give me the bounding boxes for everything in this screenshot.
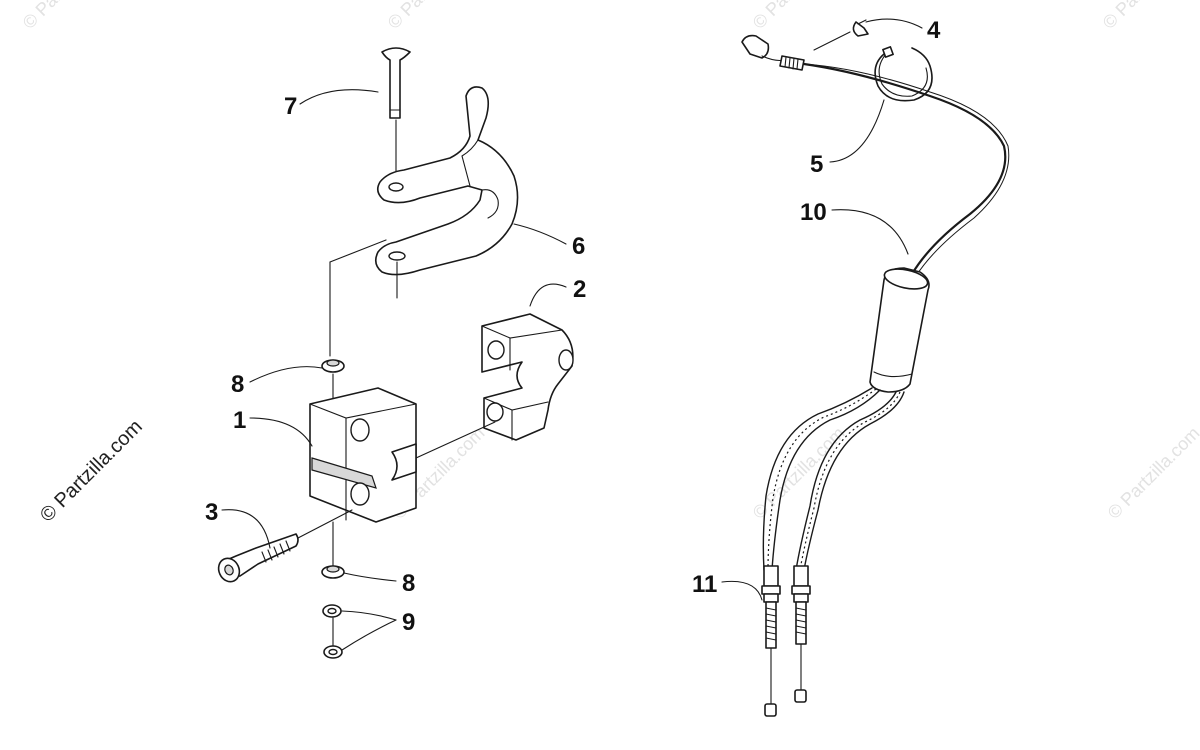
- callout-8-upper: 8: [231, 371, 244, 398]
- leader-7: [299, 89, 379, 105]
- leader-9a: [341, 610, 397, 621]
- part-11-cable-adjusters: [761, 565, 811, 717]
- callout-3: 3: [205, 499, 218, 526]
- callout-10: 10: [800, 199, 827, 226]
- watermark-middle-right: © Partzilla.com: [749, 423, 849, 523]
- part-5-cable-tie: [874, 46, 933, 102]
- part-6-lever: [374, 86, 519, 276]
- leader-3: [221, 509, 271, 549]
- leader-block-to-clamp: [415, 421, 496, 459]
- part-8-lower-washer: [321, 565, 345, 579]
- part-2-clamp-half: [481, 313, 574, 441]
- watermark-top-center: © Partzilla.com: [384, 0, 484, 33]
- leader-10: [831, 209, 909, 255]
- callout-7: 7: [284, 93, 297, 120]
- part-10-junction-housing: [869, 267, 930, 393]
- watermark-top-left: © Partzilla.com: [19, 0, 119, 33]
- partzilla-watermark: © Partzilla.com: [36, 416, 147, 527]
- callout-4: 4: [927, 17, 941, 44]
- cable-upper-run: [802, 62, 1007, 276]
- part-8-upper-washer: [321, 359, 345, 373]
- leader-2: [529, 283, 567, 307]
- part-3-bolt: [217, 533, 299, 583]
- callout-2: 2: [573, 276, 586, 303]
- callout-5: 5: [810, 151, 823, 178]
- part-7-pin: [381, 47, 411, 119]
- callout-numbers: 7 6 2 8 1 3 8 9 4 5 10 11: [205, 17, 941, 636]
- leader-8-upper: [249, 366, 323, 383]
- leader-1: [249, 417, 313, 447]
- part-9-lock-washers: [322, 604, 343, 659]
- lower-braided-cables: [762, 387, 905, 571]
- part-4-e-clip: [852, 19, 869, 37]
- background-watermarks: © Partzilla.com © Partzilla.com © Partzi…: [19, 0, 1200, 523]
- leader-11: [721, 580, 763, 601]
- leader-9b: [341, 619, 397, 651]
- callout-leaders: [221, 18, 923, 651]
- leader-4: [865, 18, 923, 29]
- watermark-right: © Partzilla.com: [1104, 423, 1200, 523]
- part-1-bracket-block: [309, 387, 417, 523]
- callout-1: 1: [233, 407, 246, 434]
- callout-11: 11: [692, 571, 717, 598]
- callout-8-lower: 8: [402, 570, 415, 597]
- leader-lever-hole: [329, 239, 387, 263]
- leader-clip-axis: [813, 31, 851, 51]
- leader-8-lower: [343, 572, 397, 582]
- leader-bolt-axis: [297, 509, 353, 539]
- callout-9: 9: [402, 609, 415, 636]
- cable-upper-end: [741, 34, 805, 71]
- watermark-top-far-right: © Partzilla.com: [1099, 0, 1199, 33]
- leader-5: [829, 99, 885, 163]
- callout-6: 6: [572, 233, 585, 260]
- leader-6: [513, 223, 567, 245]
- watermark-top-right: © Partzilla.com: [749, 0, 849, 33]
